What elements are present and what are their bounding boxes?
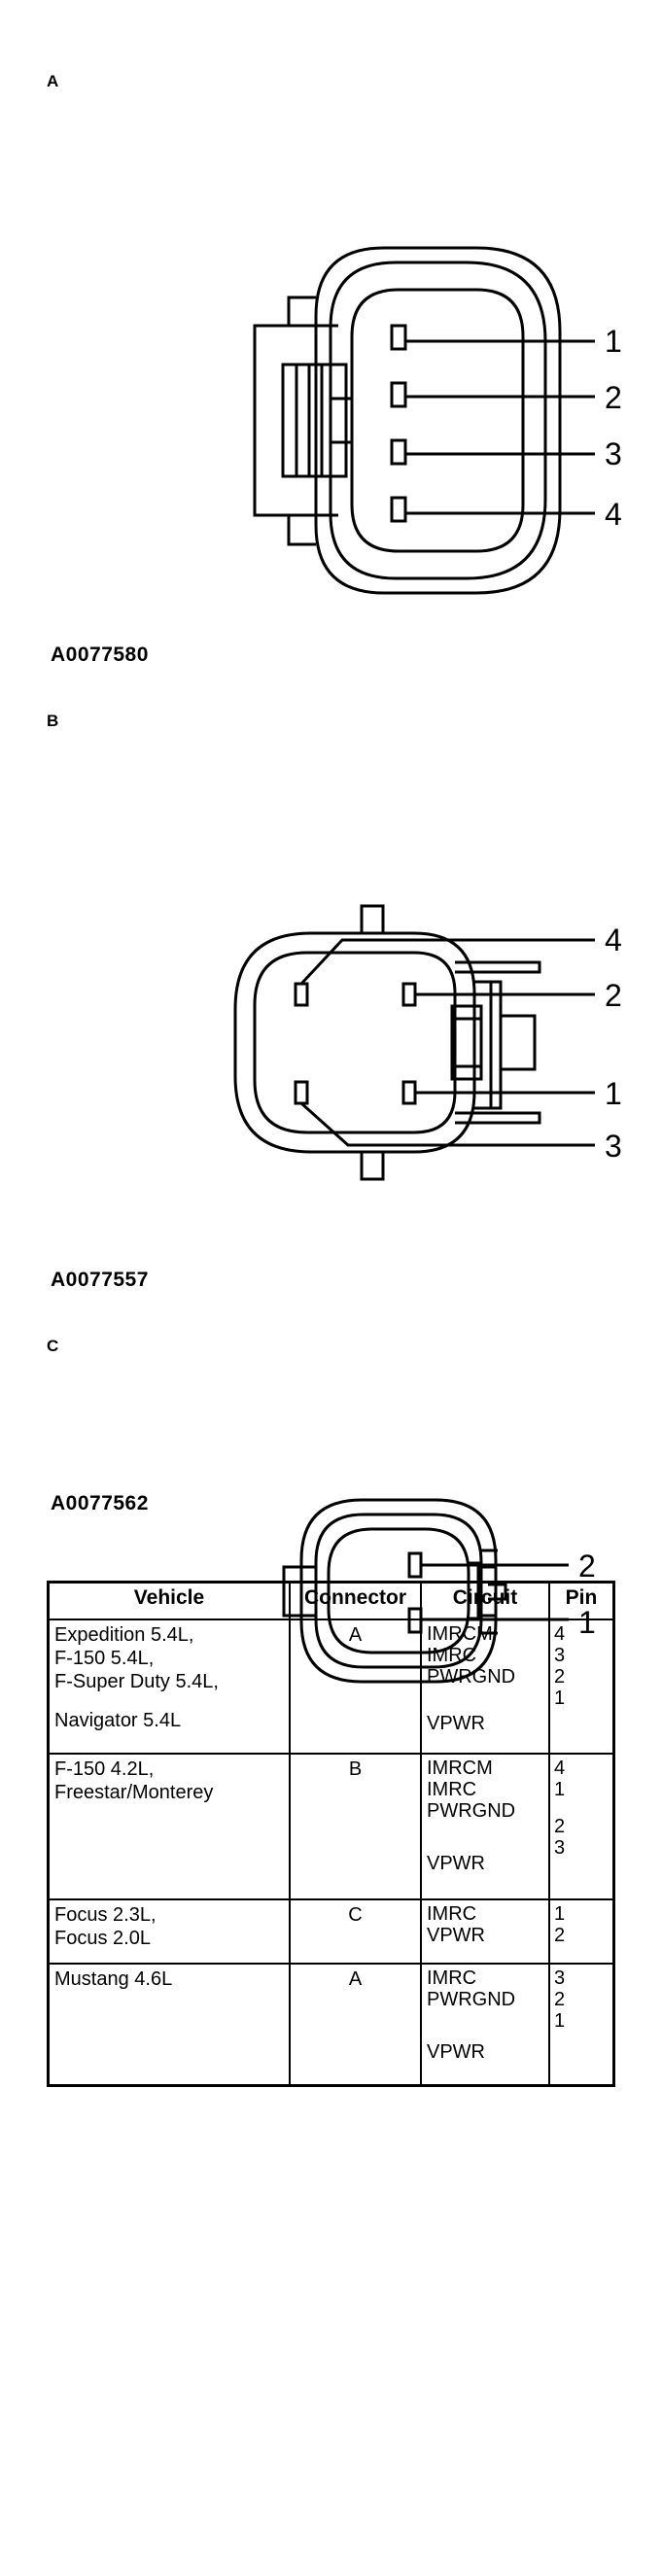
connector-b-label-1: 1 <box>605 1076 622 1111</box>
connector-b-pin-1 <box>401 1080 417 1105</box>
table-row: Expedition 5.4L, F-150 5.4L, F-Super Dut… <box>47 1619 615 1755</box>
connector-a-label-1: 1 <box>605 324 622 359</box>
section-b-letter: B <box>47 712 59 730</box>
connector-a-diagram: 1 2 3 4 <box>253 246 622 595</box>
connector-b-label-4: 4 <box>605 922 622 957</box>
connector-a-label-3: 3 <box>605 436 622 471</box>
circuit-cell: IMRCM IMRC PWRGND VPWR <box>420 1753 550 1900</box>
connector-b-body <box>233 904 541 1181</box>
pin-cell: 1 2 <box>548 1898 615 1965</box>
connector-b-pin-2 <box>401 982 417 1007</box>
circuit-cell: IMRCM IMRC PWRGND VPWR <box>420 1619 550 1755</box>
connector-a-pin-2 <box>390 381 407 408</box>
pin-cell: 4 1 2 3 <box>548 1753 615 1900</box>
connector-a-pin-3 <box>390 438 407 466</box>
connector-b-leaders <box>299 938 595 1147</box>
pinout-table: Vehicle Connector Circuit Pin Expedition… <box>47 1581 615 2087</box>
header-vehicle: Vehicle <box>47 1581 291 1620</box>
section-a-caption: A0077580 <box>51 644 149 666</box>
connector-b-pins <box>294 982 417 1105</box>
connector-b-diagram: 4 2 1 3 <box>233 904 622 1181</box>
connector-cell: C <box>289 1898 422 1965</box>
connector-cell: B <box>289 1753 422 1900</box>
header-circuit: Circuit <box>420 1581 550 1620</box>
header-pin: Pin <box>548 1581 615 1620</box>
vehicle-cell: Mustang 4.6L <box>47 1963 291 2086</box>
vehicle-cell: Expedition 5.4L, F-150 5.4L, F-Super Dut… <box>47 1619 291 1755</box>
section-b-caption: A0077557 <box>51 1269 149 1291</box>
table-header-row: Vehicle Connector Circuit Pin <box>47 1581 615 1620</box>
connector-b-label-2: 2 <box>605 978 622 1013</box>
section-c-letter: C <box>47 1337 59 1355</box>
table-row: Mustang 4.6L A IMRC PWRGND VPWR 3 2 1 <box>47 1963 615 2086</box>
table-row: F-150 4.2L, Freestar/Monterey B IMRCM IM… <box>47 1753 615 1900</box>
connector-a-pin-1 <box>390 324 407 351</box>
pin-cell: 4 3 2 1 <box>548 1619 615 1755</box>
section-c-caption: A0077562 <box>51 1492 149 1514</box>
circuit-cell: IMRC VPWR <box>420 1898 550 1965</box>
header-connector: Connector <box>289 1581 422 1620</box>
connector-cell: A <box>289 1963 422 2086</box>
vehicle-cell: F-150 4.2L, Freestar/Monterey <box>47 1753 291 1900</box>
connector-b-pin-3 <box>294 1080 309 1105</box>
connector-a-label-4: 4 <box>605 497 622 532</box>
connector-cell: A <box>289 1619 422 1755</box>
connector-b-label-3: 3 <box>605 1129 622 1164</box>
connector-a-body <box>253 246 562 595</box>
circuit-cell: IMRC PWRGND VPWR <box>420 1963 550 2086</box>
connector-b-pin-4 <box>294 982 309 1007</box>
connector-a-pin-4 <box>390 496 407 523</box>
connector-c-label-2: 2 <box>578 1549 596 1584</box>
vehicle-cell: Focus 2.3L, Focus 2.0L <box>47 1898 291 1965</box>
connector-a-pins <box>390 324 407 523</box>
section-a-letter: A <box>47 72 59 90</box>
pin-cell: 3 2 1 <box>548 1963 615 2086</box>
connector-a-label-2: 2 <box>605 380 622 415</box>
connector-a-leaders <box>405 339 595 515</box>
connector-c-pin-2 <box>407 1551 423 1579</box>
table-row: Focus 2.3L, Focus 2.0L C IMRC VPWR 1 2 <box>47 1898 615 1965</box>
